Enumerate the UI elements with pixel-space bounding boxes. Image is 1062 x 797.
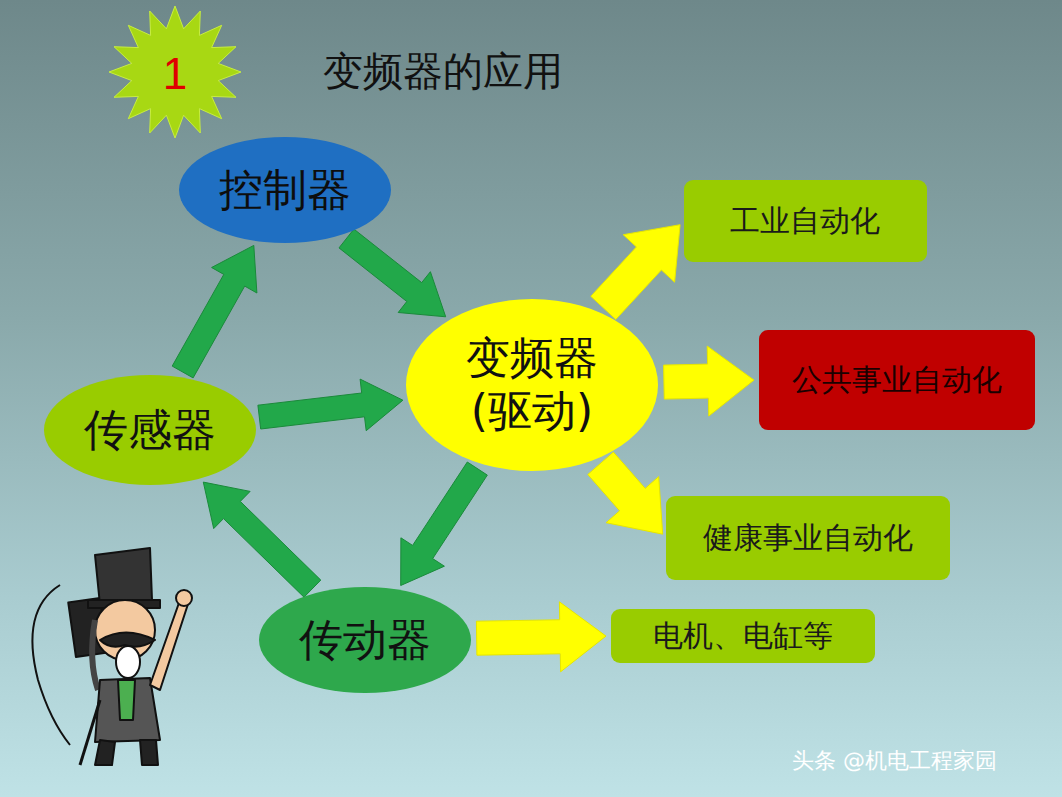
watermark: 头条 @机电工程家园 bbox=[792, 746, 997, 776]
block-arrow bbox=[401, 462, 488, 586]
arrow-shape bbox=[664, 346, 754, 416]
block-arrow bbox=[591, 225, 680, 320]
cartoon-man bbox=[32, 548, 192, 765]
callout-number: 1 bbox=[163, 49, 187, 99]
controller-ellipse: 控制器 bbox=[179, 137, 391, 243]
actuator-ellipse: 传动器 bbox=[259, 587, 470, 693]
node-text: 变频器 (驱动) bbox=[452, 332, 612, 438]
block-arrow bbox=[203, 482, 320, 597]
block-arrow bbox=[664, 346, 754, 416]
application-box: 健康事业自动化 bbox=[666, 496, 950, 580]
example-box: 电机、电缸等 bbox=[611, 609, 875, 663]
arrow-shape bbox=[172, 245, 257, 378]
arrow-shape bbox=[476, 602, 606, 672]
star-badge bbox=[109, 6, 241, 138]
title: 变频器的应用 bbox=[323, 44, 563, 99]
arrow-shape bbox=[588, 452, 663, 534]
arrow-shape bbox=[203, 482, 320, 597]
inverter-ellipse: 变频器 (驱动) bbox=[406, 299, 658, 471]
arrow-shape bbox=[591, 225, 680, 320]
application-box: 公共事业自动化 bbox=[759, 330, 1035, 430]
block-arrow bbox=[258, 379, 403, 431]
application-box: 工业自动化 bbox=[684, 180, 927, 262]
node-text: 传动器 bbox=[299, 614, 431, 667]
node-text: 公共事业自动化 bbox=[792, 362, 1002, 398]
arrow-shape bbox=[258, 379, 403, 431]
node-text: 控制器 bbox=[219, 164, 351, 217]
arrow-shape bbox=[401, 462, 488, 586]
arrow-shape bbox=[339, 229, 446, 317]
block-arrow bbox=[476, 602, 606, 672]
node-text: 健康事业自动化 bbox=[703, 520, 913, 556]
block-arrow bbox=[339, 229, 446, 317]
node-text: 传感器 bbox=[84, 404, 216, 457]
sensor-ellipse: 传感器 bbox=[44, 375, 256, 485]
node-text: 工业自动化 bbox=[730, 203, 880, 239]
block-arrow bbox=[588, 452, 663, 534]
block-arrow bbox=[172, 245, 257, 378]
node-text: 电机、电缸等 bbox=[653, 618, 833, 654]
